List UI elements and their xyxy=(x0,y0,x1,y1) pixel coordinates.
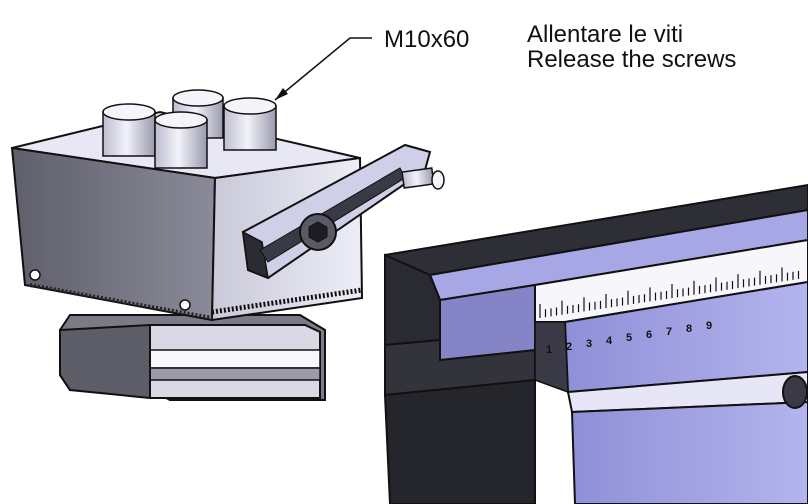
ruler-number: 2 xyxy=(566,341,572,353)
ruler-number: 8 xyxy=(686,323,692,335)
instruction-english: Release the screws xyxy=(527,46,737,73)
ruler-ticks xyxy=(539,267,800,318)
ruler-number: 3 xyxy=(586,338,592,350)
screw-spec-label: M10x60 xyxy=(384,26,470,53)
ruler-number: 6 xyxy=(646,329,652,341)
slide-rail: 1 2 3 4 5 6 7 8 9 xyxy=(383,183,808,504)
screw-right xyxy=(223,97,277,151)
hex-socket-bolt xyxy=(299,213,337,251)
ruler-numbers: 1 2 3 4 5 6 7 8 9 xyxy=(546,320,712,356)
instruction-italian: Allentare le viti xyxy=(527,21,684,48)
ruler-number: 7 xyxy=(666,326,672,338)
callout-leader-line xyxy=(274,37,372,101)
rail-hole xyxy=(782,375,808,409)
lever-pin xyxy=(401,167,445,190)
screw-left xyxy=(102,103,156,157)
lever-arm xyxy=(241,143,445,280)
ruler-number: 5 xyxy=(626,332,632,344)
screw-front xyxy=(154,111,208,169)
ruler-number: 9 xyxy=(706,320,712,332)
serration-edge xyxy=(211,287,363,315)
screws xyxy=(102,89,277,169)
callout-arrowhead xyxy=(275,88,288,100)
ruler-number: 1 xyxy=(546,344,552,356)
base-block xyxy=(59,314,326,401)
ruler-number: 4 xyxy=(606,335,613,347)
